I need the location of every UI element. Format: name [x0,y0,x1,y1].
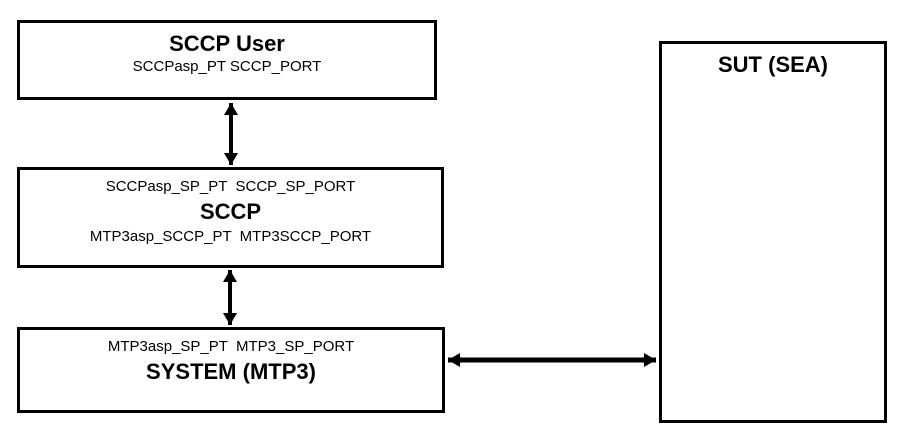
sccp-ports-top: SCCPasp_SP_PT SCCP_SP_PORT [105,178,356,195]
system-mtp3-title: SYSTEM (MTP3) [146,359,316,384]
box-sut: SUT (SEA) [659,41,887,423]
box-sccp: SCCPasp_SP_PT SCCP_SP_PORT SCCP MTP3asp_… [17,167,444,268]
box-sccp-user: SCCP User SCCPasp_PT SCCP_PORT [17,20,437,100]
system-mtp3-ports: MTP3asp_SP_PT MTP3_SP_PORT [107,338,355,355]
sccp-title: SCCP [199,199,262,224]
box-system-mtp3: MTP3asp_SP_PT MTP3_SP_PORT SYSTEM (MTP3) [17,327,445,413]
sut-title: SUT (SEA) [718,52,828,77]
sccp-ports-bottom: MTP3asp_SCCP_PT MTP3SCCP_PORT [89,228,372,245]
sccp-user-title: SCCP User [169,31,285,56]
sccp-user-ports: SCCPasp_PT SCCP_PORT [132,58,322,75]
